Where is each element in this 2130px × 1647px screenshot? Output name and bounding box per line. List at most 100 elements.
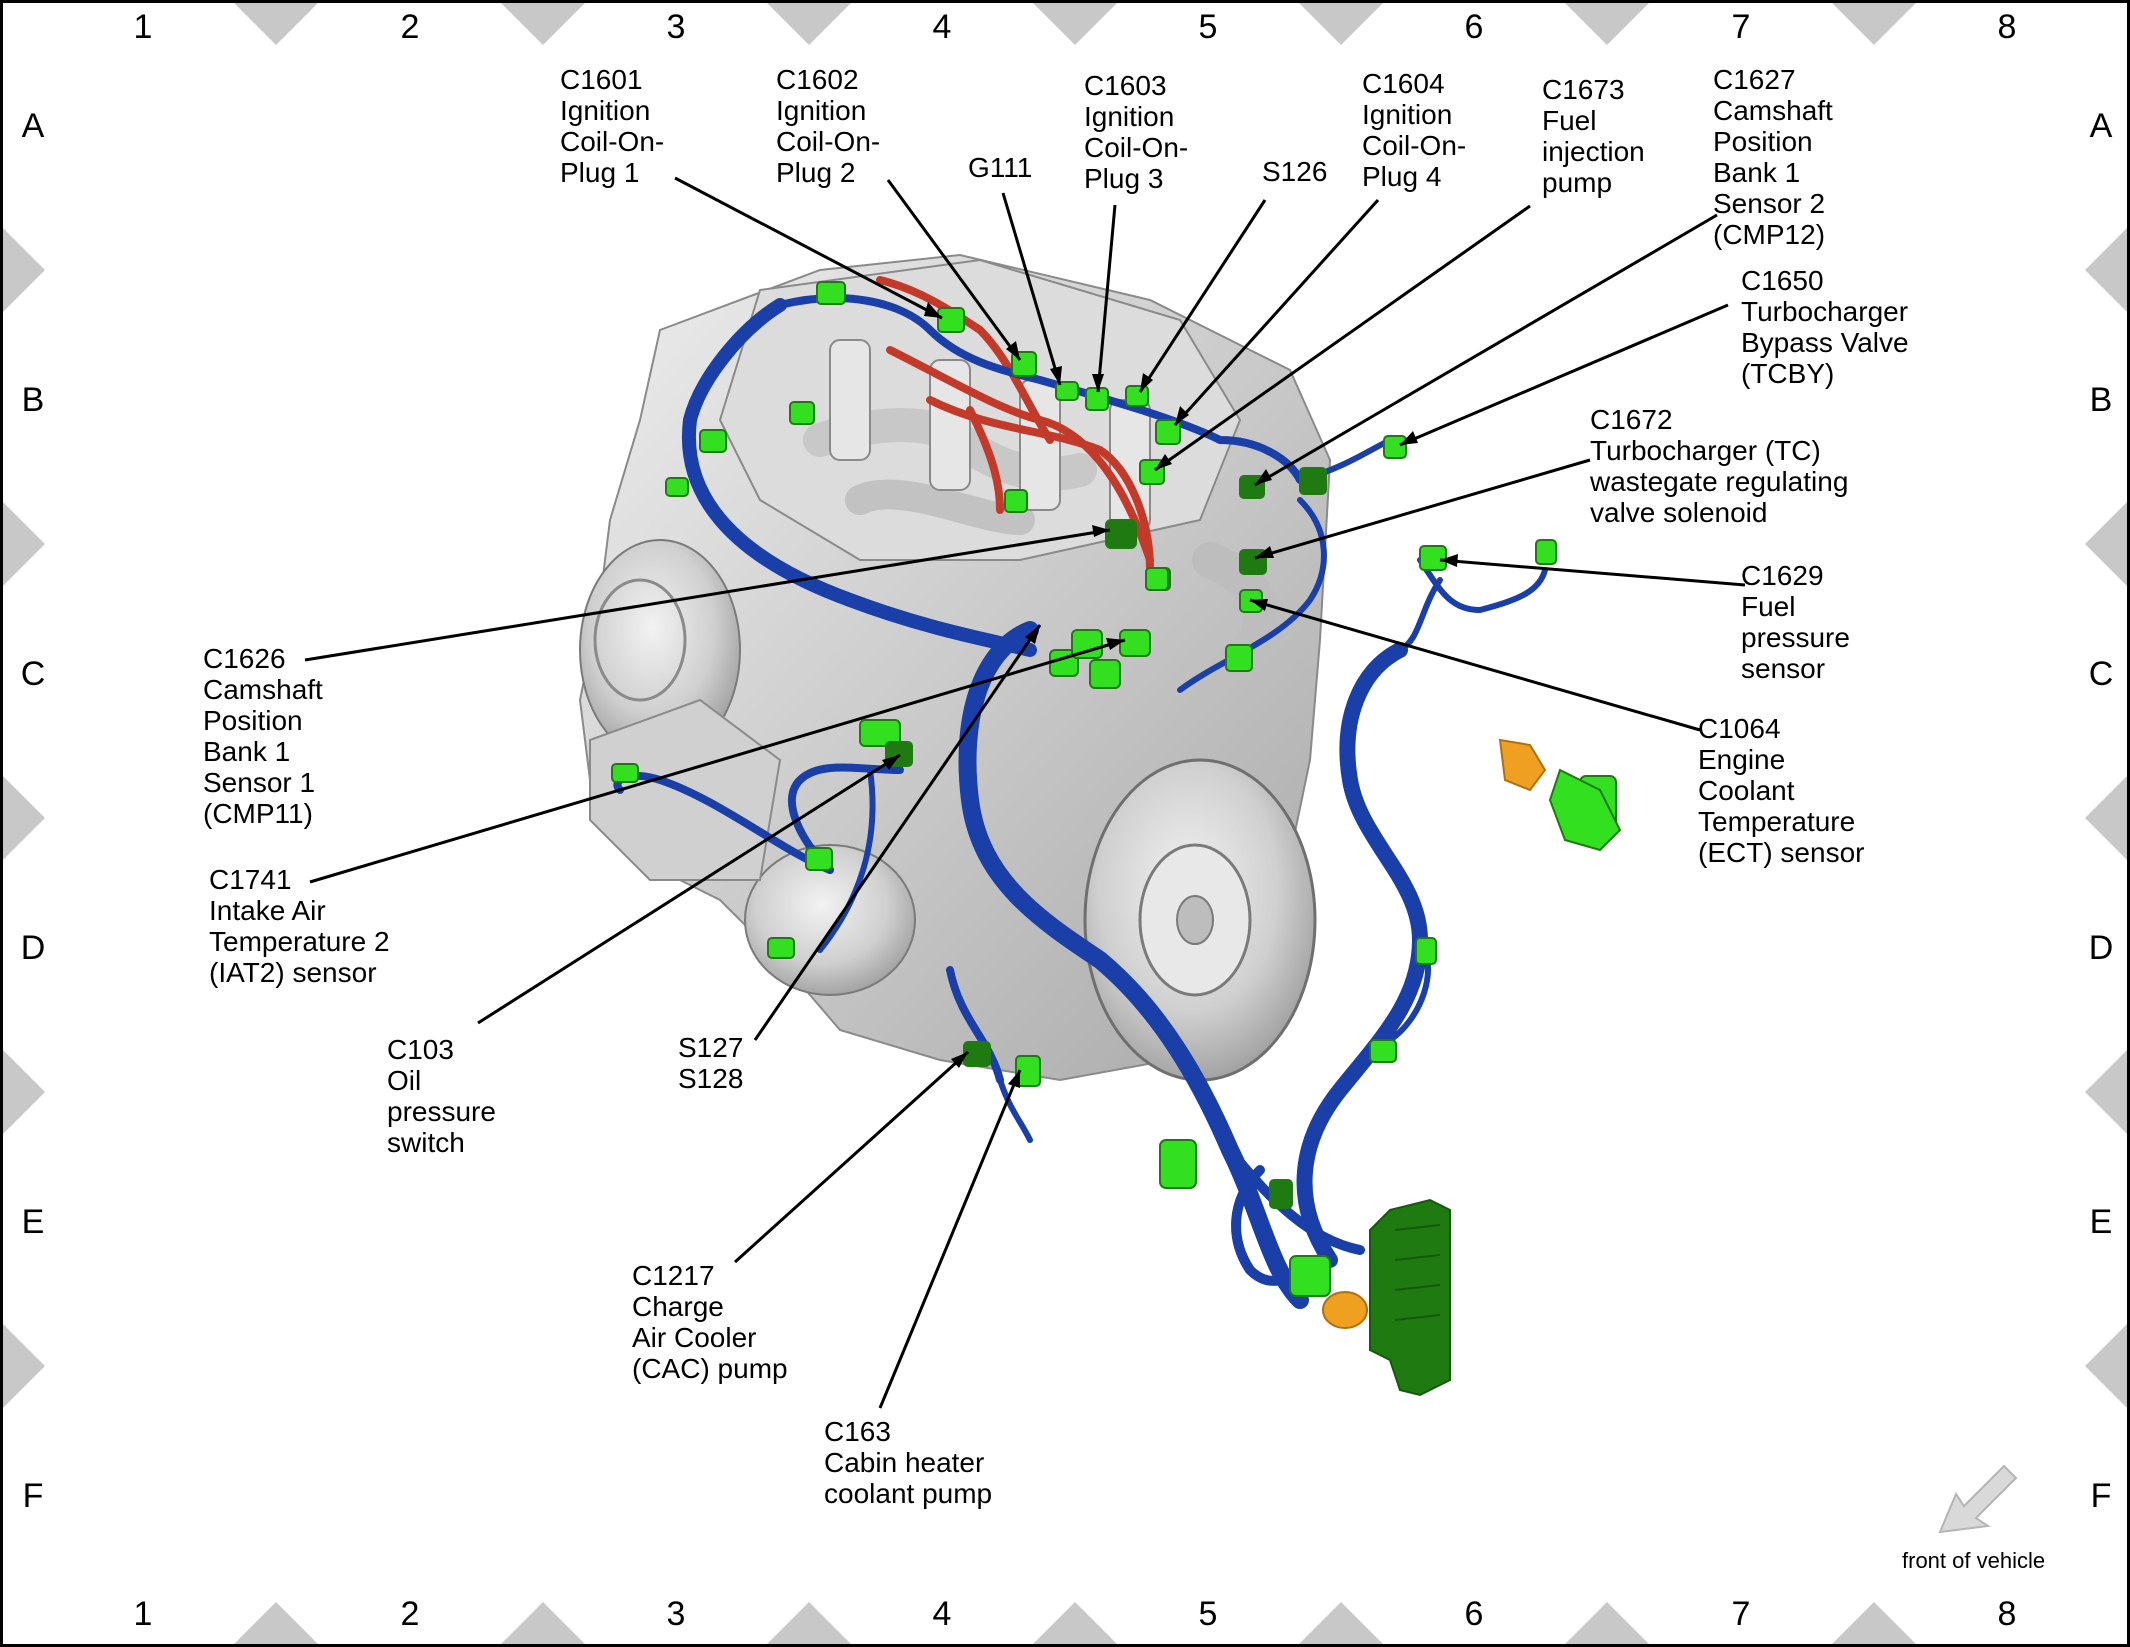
flywheel-center-shape	[1176, 895, 1214, 945]
arrow-s127	[1025, 625, 1040, 644]
grid-marker-bottom-4	[1033, 1602, 1117, 1644]
grid-marker-bottom-2	[501, 1602, 585, 1644]
intake-tube-2	[845, 479, 1035, 535]
grid-marker-top-3	[767, 3, 851, 45]
harness-left-branch	[787, 763, 904, 874]
leader-c1604	[1173, 198, 1380, 427]
callout-c1672: C1672 Turbocharger (TC) wastegate regula…	[1590, 404, 1849, 528]
connector-cyl-4	[1145, 567, 1169, 591]
leader-c163	[878, 1069, 1022, 1409]
grid-col-7-top: 7	[1732, 8, 1751, 46]
arrow-c163	[1008, 1070, 1020, 1088]
arrow-c1626	[1092, 525, 1110, 537]
connector-right-drop	[1369, 1039, 1397, 1063]
grid-column-labels-top: 1 2 3 4 5 6 7 8	[134, 8, 2017, 46]
grid-marker-top-6	[1565, 3, 1649, 45]
grid-col-4-top: 4	[933, 8, 952, 46]
grid-marker-right-5	[2085, 1324, 2127, 1408]
connector-lower-left	[805, 847, 833, 871]
connector-right-mid	[1225, 644, 1253, 672]
arrow-c1064	[1250, 599, 1268, 611]
leader-arrowheads	[882, 302, 1458, 1088]
grid-row-a-right: A	[2090, 107, 2113, 145]
arrow-c1629	[1440, 554, 1458, 567]
grid-marker-top-1	[234, 3, 318, 45]
connector-s128	[1071, 629, 1103, 659]
harness-pcm-branch	[1225, 1145, 1365, 1255]
connector-fuel-alt	[1535, 539, 1557, 565]
grid-marker-top-4	[1033, 3, 1117, 45]
connector-cyl-3	[1004, 489, 1028, 513]
grid-col-5-bottom: 5	[1199, 1595, 1218, 1633]
grid-col-8-bottom: 8	[1998, 1595, 2017, 1633]
grid-row-a-left: A	[22, 107, 45, 145]
grid-col-3-top: 3	[667, 8, 686, 46]
cylinder-2	[929, 359, 971, 491]
red-wire-3	[926, 396, 1154, 574]
grid-marker-bottom-7	[1832, 1602, 1916, 1644]
callout-c163: C163 Cabin heater coolant pump	[824, 1416, 993, 1509]
connector-c1601	[937, 307, 965, 333]
callout-c1601: C1601 Ignition Coil-On- Plug 1	[560, 64, 665, 188]
leader-c1217	[733, 1050, 970, 1264]
grid-marker-bottom-1	[234, 1602, 318, 1644]
grid-marker-left-3	[3, 776, 45, 860]
grid-marker-bottom-3	[767, 1602, 851, 1644]
grid-col-8-top: 8	[1998, 8, 2017, 46]
callout-c1741: C1741 Intake Air Temperature 2 (IAT2) se…	[209, 864, 390, 988]
pcm-ribs	[1394, 1224, 1441, 1321]
arrow-c1602	[1006, 341, 1020, 360]
grid-row-d-left: D	[21, 929, 46, 967]
leader-c1626	[304, 528, 1111, 662]
grid-col-7-bottom: 7	[1732, 1595, 1751, 1633]
connector-center	[1089, 659, 1121, 689]
cylinder-1	[829, 339, 871, 461]
callout-c1629: C1629 Fuel pressure sensor	[1741, 560, 1850, 684]
grid-row-e-right: E	[2090, 1203, 2113, 1241]
front-of-vehicle-arrow-icon	[1938, 1464, 2018, 1534]
arrow-c1673	[1155, 454, 1172, 470]
grid-col-5-top: 5	[1199, 8, 1218, 46]
connector-g111	[1055, 381, 1079, 401]
grid-row-d-right: D	[2089, 929, 2114, 967]
ect-housing	[1498, 738, 1622, 852]
callout-c1604: C1604 Ignition Coil-On- Plug 4	[1362, 68, 1467, 192]
callout-c1064: C1064 Engine Coolant Temperature (ECT) s…	[1698, 713, 1865, 868]
grid-marker-left-2	[3, 502, 45, 586]
grid-row-c-left: C	[21, 655, 46, 693]
callout-s127-s128: S127 S128	[678, 1032, 744, 1094]
ect-orange-part	[1498, 738, 1547, 792]
grid-col-1-top: 1	[134, 8, 153, 46]
callout-c1627: C1627 Camshaft Position Bank 1 Sensor 2 …	[1713, 64, 1833, 250]
leader-c103	[477, 753, 901, 1025]
connector-c1626	[1105, 519, 1137, 549]
leader-c1627	[1254, 213, 1718, 487]
connector-left-top-3	[665, 477, 689, 497]
leader-c1603	[1096, 204, 1117, 393]
alternator-pulley-shape	[593, 578, 687, 702]
leader-c1673	[1154, 204, 1531, 472]
red-wires	[876, 276, 1154, 574]
connector-s126	[1125, 385, 1149, 407]
callout-c1603: C1603 Ignition Coil-On- Plug 3	[1084, 70, 1189, 194]
grid-col-6-top: 6	[1465, 8, 1484, 46]
connector-c103	[859, 719, 901, 747]
connector-turbo	[1299, 467, 1327, 495]
leader-c1629	[1439, 558, 1746, 587]
connector-c1650	[1383, 435, 1407, 459]
pcm-body	[1369, 1198, 1451, 1397]
grid-markers	[3, 3, 2127, 1644]
leader-c1602	[886, 179, 1022, 361]
connector-c1629	[1419, 545, 1447, 571]
harness-lower-left-drop	[817, 767, 876, 953]
grid-marker-top-2	[501, 3, 585, 45]
grid-marker-right-4	[2085, 1050, 2127, 1134]
leader-g111	[1001, 192, 1062, 386]
grid-marker-left-5	[3, 1324, 45, 1408]
arrow-c1604	[1175, 406, 1189, 425]
harness-right-trunk	[1296, 642, 1428, 1268]
callout-c1602: C1602 Ignition Coil-On- Plug 2	[776, 64, 881, 188]
connector-top-left	[816, 281, 846, 305]
grid-row-c-right: C	[2089, 655, 2114, 693]
